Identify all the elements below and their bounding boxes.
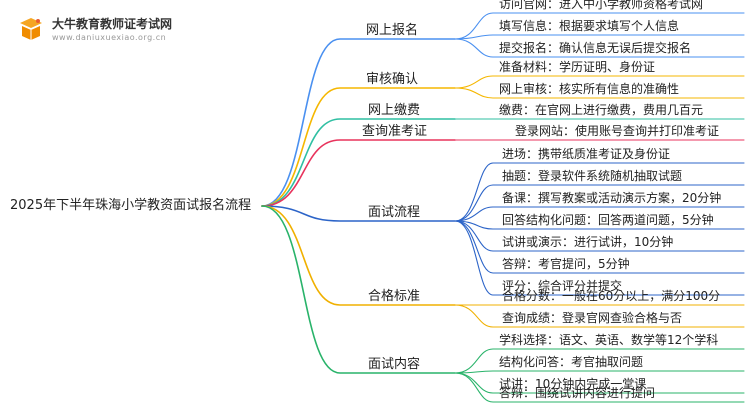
leaf-item: 结构化问答：考官抽取问题 bbox=[499, 355, 644, 369]
branch-label: 面试流程 bbox=[368, 205, 421, 220]
leaf-item: 回答结构化问题：回答两道问题，5分钟 bbox=[502, 213, 714, 227]
connector-line bbox=[454, 220, 745, 230]
connector-line bbox=[261, 87, 456, 207]
leaf-item: 网上审核：核实所有信息的准确性 bbox=[499, 82, 680, 96]
leaf-item: 填写信息：根据要求填写个人信息 bbox=[499, 19, 680, 33]
connector-line bbox=[454, 206, 745, 222]
branch-label: 面试内容 bbox=[368, 357, 421, 372]
leaf-item: 试讲：10分钟内完成一堂课 bbox=[499, 377, 647, 391]
connector-line bbox=[261, 38, 456, 207]
connector-line bbox=[454, 12, 745, 40]
leaf-item: 学科选择：语文、英语、数学等12个学科 bbox=[499, 333, 719, 347]
leaf-item: 缴费：在官网上进行缴费，费用几百元 bbox=[499, 103, 704, 117]
branch-label: 查询准考证 bbox=[362, 124, 428, 139]
book-logo-icon bbox=[20, 18, 42, 40]
connector-line bbox=[261, 205, 456, 374]
connector-line bbox=[261, 205, 456, 222]
branch-label: 网上缴费 bbox=[368, 103, 421, 118]
root-topic: 2025年下半年珠海小学教资面试报名流程 bbox=[10, 198, 252, 213]
leaf-item: 访问官网：进入中小学教师资格考试网 bbox=[499, 0, 704, 11]
leaf-item: 登录网站：使用账号查询并打印准考证 bbox=[515, 124, 720, 138]
leaf-item: 试讲或演示：进行试讲，10分钟 bbox=[502, 235, 674, 249]
leaf-item: 备课：撰写教案或活动演示方案，20分钟 bbox=[502, 191, 722, 205]
connector-line bbox=[454, 220, 745, 252]
connector-line bbox=[454, 184, 745, 222]
connector-line bbox=[454, 370, 745, 374]
leaf-item: 进场：携带纸质准考证及身份证 bbox=[502, 147, 671, 161]
connector-line bbox=[454, 75, 745, 89]
site-logo: 大牛教育教师证考试网 www.daniuxuexiao.org.cn bbox=[12, 12, 222, 48]
connector-line bbox=[454, 348, 745, 374]
connector-line bbox=[454, 220, 745, 296]
leaf-item: 提交报名：确认信息无误后提交报名 bbox=[499, 41, 692, 55]
connector-line bbox=[454, 162, 745, 222]
connector-line bbox=[454, 34, 745, 40]
branch-label: 合格标准 bbox=[368, 289, 421, 304]
connector-line bbox=[261, 118, 456, 207]
leaf-item: 合格分数：一般在60分以上，满分100分 bbox=[502, 289, 721, 303]
leaf-item: 答辩：围绕试讲内容进行提问 bbox=[499, 386, 656, 400]
connector-line bbox=[454, 372, 745, 403]
connector-line bbox=[454, 304, 745, 328]
leaf-item: 评分：综合评分并提交 bbox=[502, 279, 623, 293]
connector-line bbox=[261, 205, 456, 306]
branch-label: 审核确认 bbox=[366, 72, 419, 87]
leaf-item: 抽题：登录软件系统随机抽取试题 bbox=[502, 169, 683, 183]
branch-label: 网上报名 bbox=[366, 23, 419, 38]
leaf-item: 准备材料：学历证明、身份证 bbox=[499, 60, 656, 74]
connector-line bbox=[454, 87, 745, 99]
logo-title: 大牛教育教师证考试网 bbox=[52, 17, 173, 31]
leaf-item: 答辩：考官提问，5分钟 bbox=[502, 257, 630, 271]
leaf-item: 查询成绩：登录官网查验合格与否 bbox=[502, 311, 683, 325]
logo-subtitle: www.daniuxuexiao.org.cn bbox=[52, 33, 167, 42]
connector-line bbox=[454, 38, 745, 58]
connector-line bbox=[261, 139, 456, 207]
